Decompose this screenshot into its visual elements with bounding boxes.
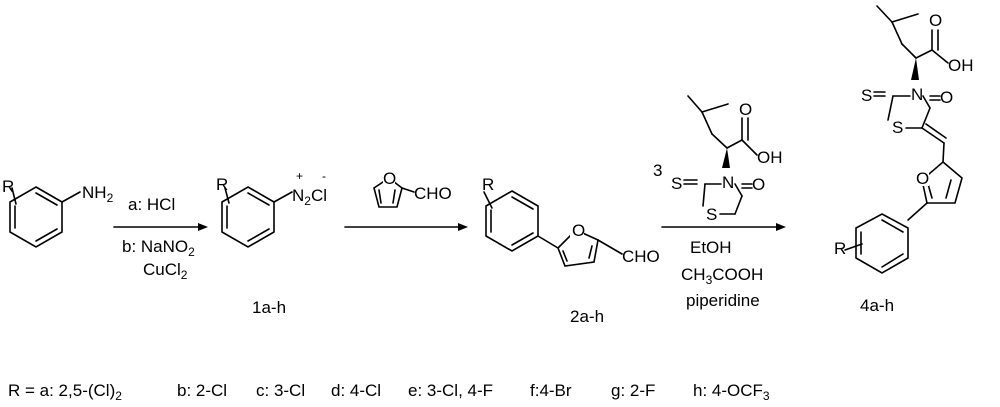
step1-condition-b-subscript: 2 xyxy=(188,245,195,259)
aryl-furfural-r-label: R xyxy=(482,175,494,194)
diazonium-n2-subscript: 2 xyxy=(304,194,311,208)
product-ring-carbonyl-o: O xyxy=(940,88,953,107)
svg-text:CH3COOH: CH3COOH xyxy=(681,265,763,287)
reagent-ring-carbonyl-o: O xyxy=(752,175,765,194)
aryl-furfural-cho-label: CHO xyxy=(622,247,660,266)
aniline-structure: R NH2 xyxy=(2,177,114,248)
legend-f: f:4-Br xyxy=(530,381,572,400)
step3-acid: CH xyxy=(681,265,706,284)
svg-text:N2Cl: N2Cl xyxy=(292,186,327,208)
legend-d: d: 4-Cl xyxy=(331,381,381,400)
reagent-n-label: N xyxy=(722,173,734,192)
product-furan-o: O xyxy=(916,169,929,188)
step1-condition-c-subscript: 2 xyxy=(181,268,188,282)
product-n-label: N xyxy=(911,85,923,104)
product-carbonyl-o: O xyxy=(929,11,942,30)
aniline-nh2-subscript: 2 xyxy=(107,191,114,205)
product-thioxo-s: S xyxy=(861,86,872,105)
step2-arrow xyxy=(344,223,468,231)
legend-g: g: 2-F xyxy=(611,381,655,400)
step1-condition-c: CuCl xyxy=(143,260,181,279)
product-ring-s: S xyxy=(892,118,903,137)
aniline-nh-label: NH xyxy=(82,183,107,202)
furfural-structure: O CHO xyxy=(373,169,452,208)
diazonium-cl-label: Cl xyxy=(311,186,327,205)
legend-prefix: R = xyxy=(8,381,40,400)
svg-text:CuCl2: CuCl2 xyxy=(143,260,188,282)
step3-solvent: EtOH xyxy=(690,238,732,257)
diazonium-n-label: N xyxy=(292,186,304,205)
compound-1-id: 1a-h xyxy=(252,298,286,317)
svg-text:NH2: NH2 xyxy=(82,183,114,205)
step1-condition-a: a: HCl xyxy=(128,195,175,214)
diazonium-plus-charge: + xyxy=(296,169,303,183)
legend-c: c: 3-Cl xyxy=(256,381,305,400)
legend-a: a: 2,5-(Cl) xyxy=(40,381,116,400)
final-product-structure: O OH N S O S O R 4a-h xyxy=(834,5,974,315)
step3-acid-subscript: 3 xyxy=(706,273,713,287)
reagent-oh-label: OH xyxy=(757,148,783,167)
legend-a-subscript: 2 xyxy=(115,389,122,403)
svg-text:b: NaNO2: b: NaNO2 xyxy=(122,237,195,259)
aniline-r-label: R xyxy=(2,177,14,196)
product-r-label: R xyxy=(834,239,846,258)
reagent-ring-s: S xyxy=(706,205,717,224)
compound-2-id: 2a-h xyxy=(570,307,604,326)
substituent-legend: R = a: 2,5-(Cl)2 b: 2-Cl c: 3-Cl d: 4-Cl e: … xyxy=(8,381,770,403)
legend-b: b: 2-Cl xyxy=(177,381,227,400)
furfural-o-label: O xyxy=(383,169,396,188)
reagent-equivalents: 3 xyxy=(653,161,662,180)
step3-acid-cont: COOH xyxy=(712,265,763,284)
reagent-carbonyl-o: O xyxy=(739,100,752,119)
product-oh-label: OH xyxy=(948,56,974,75)
furfural-cho-label: CHO xyxy=(414,184,452,203)
reagent-thioxo-s: S xyxy=(671,174,682,193)
aryl-furfural-structure: O R CHO 2a-h xyxy=(482,175,660,326)
legend-e: e: 3-Cl, 4-F xyxy=(408,381,493,400)
step3-arrow: EtOH CH3COOH piperidine xyxy=(661,223,786,310)
legend-h: h: 4-OCF xyxy=(693,381,763,400)
diazonium-structure: R + - N2Cl 1a-h xyxy=(216,169,327,317)
step3-base: piperidine xyxy=(686,291,760,310)
step1-condition-b: b: NaNO xyxy=(122,237,188,256)
step1-arrow: a: HCl b: NaNO2 CuCl2 xyxy=(113,195,208,282)
rhodanine-reagent-structure: O OH N S O S 3 xyxy=(653,95,783,224)
diazonium-r-label: R xyxy=(216,175,228,194)
legend-h-subscript: 3 xyxy=(763,389,770,403)
compound-4-id: 4a-h xyxy=(860,296,894,315)
furan-o-label: O xyxy=(572,221,585,240)
diazonium-minus-charge: - xyxy=(322,169,326,183)
